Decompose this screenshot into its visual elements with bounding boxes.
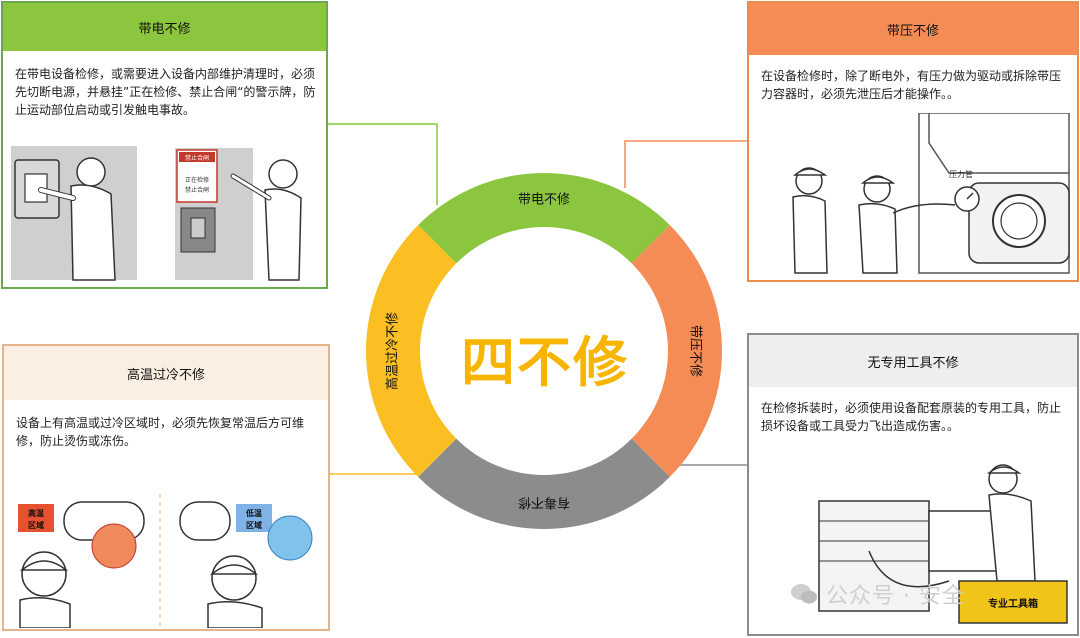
watermark-text: 公众号 · 安全: [826, 584, 965, 609]
gauge-label: 压力管: [949, 169, 973, 179]
panel-tools-title: 无专用工具不修: [749, 335, 1077, 387]
panel-temperature-no-repair: 高温过冷不修 设备上有高温或过冷区域时，必须先恢复常温后方可维修，防止烫伤或冻伤…: [2, 344, 330, 631]
svg-text:区域: 区域: [246, 520, 262, 530]
illustration-special-tools: 专业工具箱: [818, 464, 1068, 624]
panel-live-no-repair: 带电不修 在带电设备检修，或需要进入设备内部维护清理时，必须先切断电源，并悬挂”…: [1, 1, 328, 289]
connector-live: [328, 123, 438, 205]
center-title: 四不修: [461, 331, 629, 394]
ring-label-3: 有毒不修: [518, 495, 570, 510]
ring-segment-3: [418, 438, 670, 529]
wechat-icon: [791, 584, 817, 604]
panel-pressure-title: 带压不修: [749, 3, 1077, 55]
ring-label-2: 带压不修: [688, 325, 703, 377]
panel-pressure-no-repair: 带压不修 在设备检修时，除了断电外，有压力做为驱动或拆除带压力容器时，必须先泄压…: [747, 1, 1079, 282]
ring-segment-2: [631, 225, 722, 477]
illustration-switch-off: 禁止合闸 正在检修 禁止合闸: [11, 146, 302, 281]
ring-segment-4: [366, 225, 457, 477]
watermark: 公众号 · 安全: [790, 578, 965, 610]
sign-top-text: 禁止合闸: [185, 154, 209, 162]
panel-pressure-text: 在设备检修时，除了断电外，有压力做为驱动或拆除带压力容器时，必须先泄压后才能操作…: [761, 69, 1062, 101]
svg-text:低温: 低温: [245, 508, 262, 518]
sign-line2: 禁止合闸: [185, 186, 209, 194]
ring-label-4: 高温过冷不修: [385, 312, 401, 390]
svg-text:高温: 高温: [28, 508, 44, 518]
connector-pressure: [624, 140, 747, 188]
svg-text:区域: 区域: [28, 520, 44, 530]
illustration-pressure-gauge: 压力管: [792, 113, 1070, 274]
sign-line1: 正在检修: [185, 176, 209, 184]
panel-live-title: 带电不修: [3, 3, 326, 51]
ring-label-1: 带电不修: [518, 193, 570, 208]
panel-temperature-text: 设备上有高温或过冷区域时，必须先恢复常温后方可维修，防止烫伤或冻伤。: [16, 416, 305, 448]
panel-tools-text: 在检修拆装时，必须使用设备配套原装的专用工具，防止损坏设备或工具受力飞出造成伤害…: [761, 401, 1062, 433]
ring-segment-1: [418, 173, 670, 264]
toolbox-label: 专业工具箱: [988, 597, 1038, 610]
illustration-hot-cold-zones: 高温 区域 低温 区域: [18, 494, 313, 628]
panel-live-text: 在带电设备检修，或需要进入设备内部维护清理时，必须先切断电源，并悬挂”正在检修、…: [15, 67, 316, 117]
panel-temperature-title: 高温过冷不修: [4, 346, 328, 400]
